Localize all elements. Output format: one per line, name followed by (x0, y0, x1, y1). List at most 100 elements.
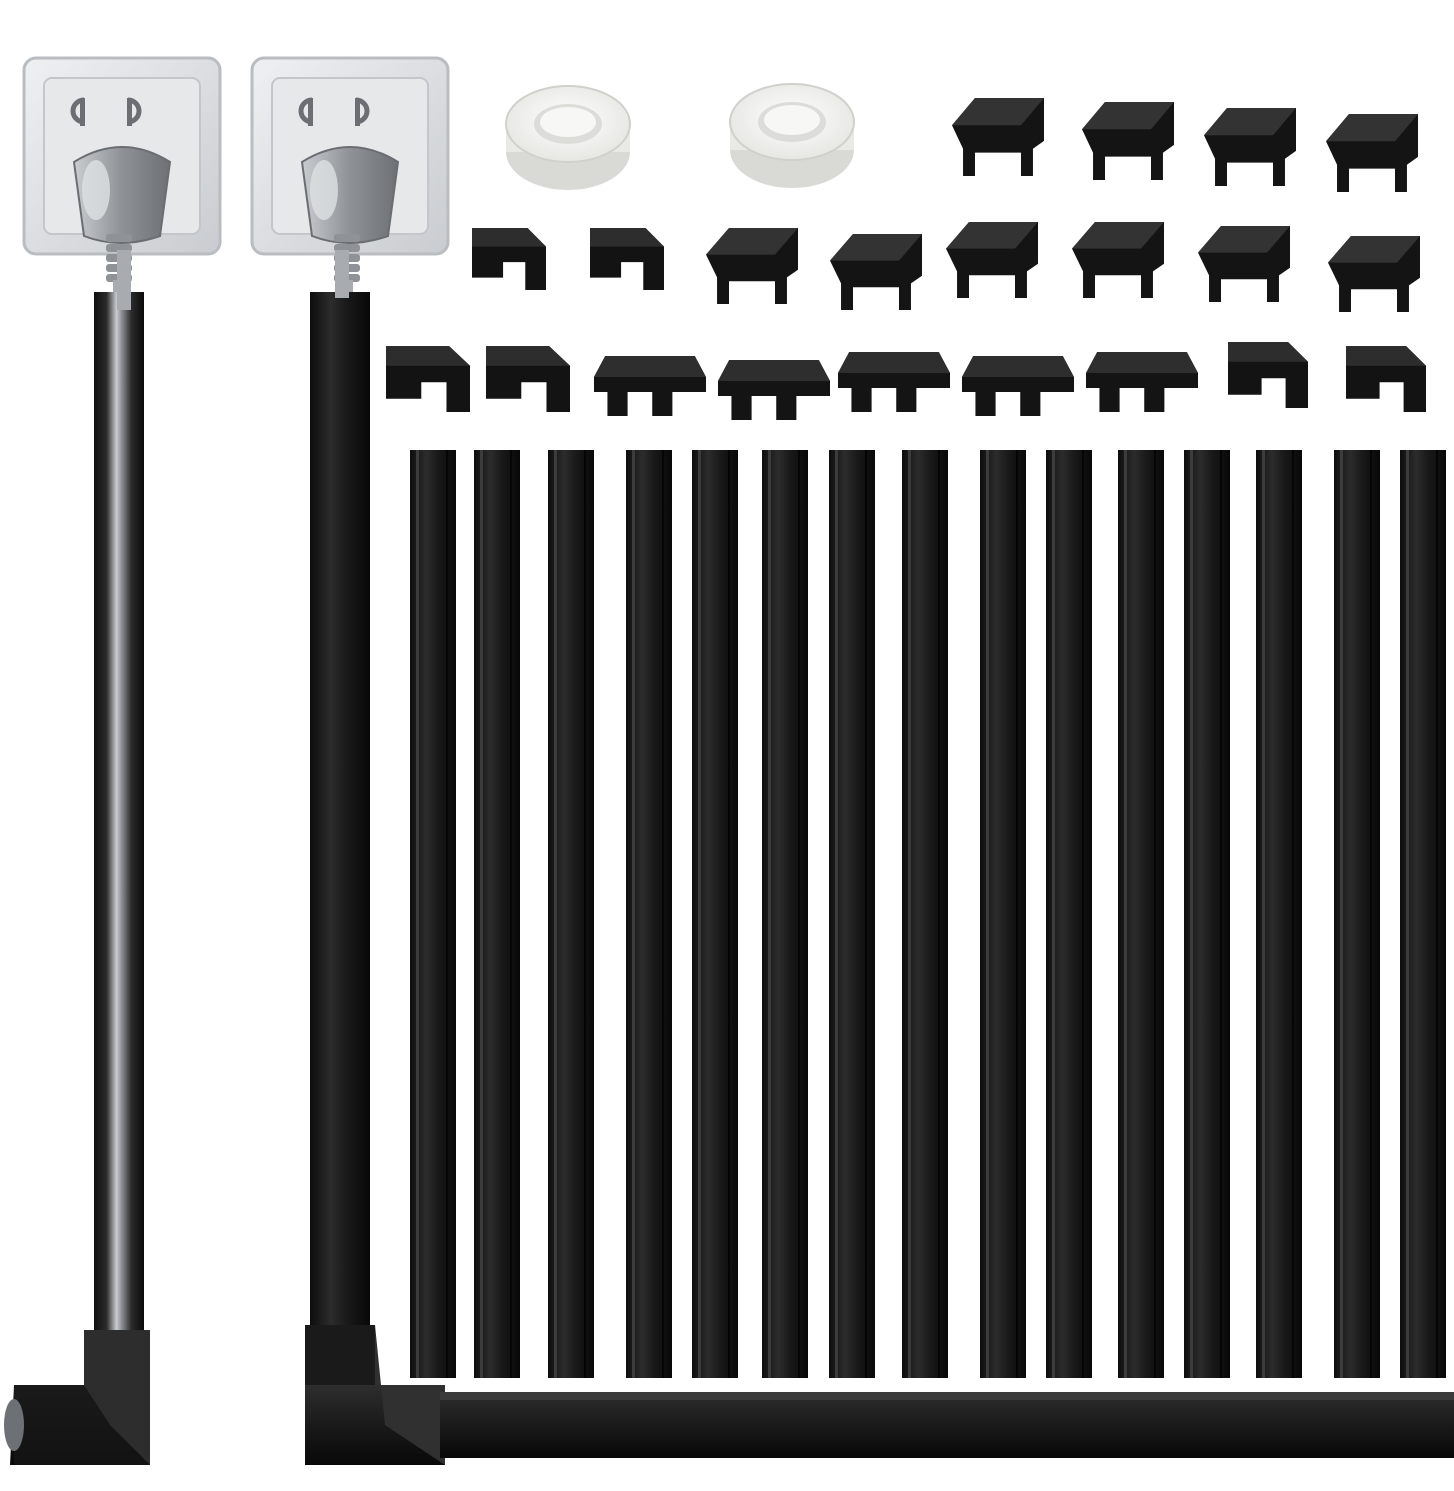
strip-highlight (416, 450, 419, 1378)
tape-hole (540, 107, 596, 137)
tape-hole (764, 105, 820, 135)
connector-top-face (1346, 346, 1426, 366)
raceway-connector-10 (1072, 222, 1164, 298)
strip-groove (1370, 450, 1372, 1378)
cord-ridge (334, 234, 360, 242)
elbow-bevel (375, 1325, 445, 1465)
raceway-connector-3 (1204, 108, 1296, 186)
raceway-strip-13 (1256, 450, 1302, 1378)
strip-groove (584, 450, 586, 1378)
plug-highlight (82, 160, 110, 220)
strip-groove (662, 450, 664, 1378)
connector-top-face (472, 228, 546, 247)
connector-top-face (1204, 108, 1296, 136)
raceway-strip-2 (474, 450, 520, 1378)
power-cord (117, 250, 131, 310)
strip-groove (938, 450, 940, 1378)
raceway-connector-11 (1198, 226, 1290, 302)
connector-top-face (952, 98, 1044, 126)
connector-top-face (1228, 342, 1308, 362)
raceway-connector-6 (590, 228, 664, 290)
strip-highlight (1262, 450, 1265, 1378)
strip-groove (510, 450, 512, 1378)
connector-top-face (594, 356, 706, 377)
raceway-connector-18 (962, 356, 1074, 416)
raceway-connector-13 (386, 346, 470, 412)
wall-outlet-2 (250, 56, 450, 306)
raceway-connector-4 (1326, 114, 1418, 192)
strip-groove (798, 450, 800, 1378)
elbow-face (14, 1385, 150, 1465)
connector-top-face (830, 234, 922, 261)
raceway-strip-14 (1334, 450, 1380, 1378)
raceway-strip-15 (1400, 450, 1446, 1378)
strip-groove (1154, 450, 1156, 1378)
strip-groove (1016, 450, 1018, 1378)
strip-highlight (1190, 450, 1193, 1378)
raceway-top-edge (440, 1392, 1454, 1400)
connector-top-face (718, 360, 830, 381)
raceway-vertical-installed (310, 292, 370, 1346)
raceway-connector-9 (946, 222, 1038, 298)
connector-top-face (1326, 114, 1418, 142)
raceway-connector-8 (830, 234, 922, 310)
connector-top-face (1082, 102, 1174, 130)
raceway-strip-10 (1046, 450, 1092, 1378)
connector-top-face (962, 356, 1074, 377)
power-cord (335, 250, 349, 298)
strip-groove (728, 450, 730, 1378)
strip-groove (1220, 450, 1222, 1378)
strip-highlight (1406, 450, 1409, 1378)
strip-highlight (908, 450, 911, 1378)
socket-pin (80, 98, 85, 126)
raceway-strip-11 (1118, 450, 1164, 1378)
connector-top-face (486, 346, 570, 366)
strip-highlight (480, 450, 483, 1378)
strip-highlight (986, 450, 989, 1378)
raceway-strip-12 (1184, 450, 1230, 1378)
raceway-connector-1 (952, 98, 1044, 176)
raceway-strip-7 (829, 450, 875, 1378)
connector-top-face (386, 346, 470, 366)
connector-top-face (1328, 236, 1420, 263)
raceway-strip-9 (980, 450, 1026, 1378)
strip-highlight (1052, 450, 1055, 1378)
connector-top-face (1085, 352, 1198, 373)
raceway-connector-21 (1346, 346, 1426, 412)
plug-highlight (310, 160, 338, 220)
cord-ridge (106, 234, 132, 242)
connector-top-face (1198, 226, 1290, 253)
raceway-connector-15 (594, 356, 706, 416)
connector-top-face (1072, 222, 1164, 249)
connector-top-face (706, 228, 798, 255)
strip-groove (1292, 450, 1294, 1378)
raceway-strip-1 (410, 450, 456, 1378)
socket-pin (308, 98, 313, 126)
raceway-connector-19 (1085, 352, 1198, 412)
raceway-strip-6 (762, 450, 808, 1378)
strip-highlight (768, 450, 771, 1378)
raceway-strip-5 (692, 450, 738, 1378)
strip-highlight (835, 450, 838, 1378)
raceway-connector-20 (1228, 342, 1308, 408)
raceway-connector-7 (706, 228, 798, 304)
socket-pin (355, 98, 360, 126)
elbow-bevel (84, 1330, 150, 1465)
open-raceway-with-cord (94, 292, 144, 1346)
raceway-strip-3 (548, 450, 594, 1378)
connector-top-face (838, 352, 950, 373)
raceway-strip-8 (902, 450, 948, 1378)
double-sided-tape-roll-2 (729, 83, 855, 188)
socket-pin (127, 98, 132, 126)
strip-groove (446, 450, 448, 1378)
strip-groove (1436, 450, 1438, 1378)
strip-highlight (698, 450, 701, 1378)
raceway-connector-12 (1328, 236, 1420, 312)
connector-top-face (946, 222, 1038, 249)
raceway-connector-16 (718, 360, 830, 420)
strip-highlight (554, 450, 557, 1378)
strip-highlight (632, 450, 635, 1378)
double-sided-tape-roll-1 (505, 85, 631, 190)
